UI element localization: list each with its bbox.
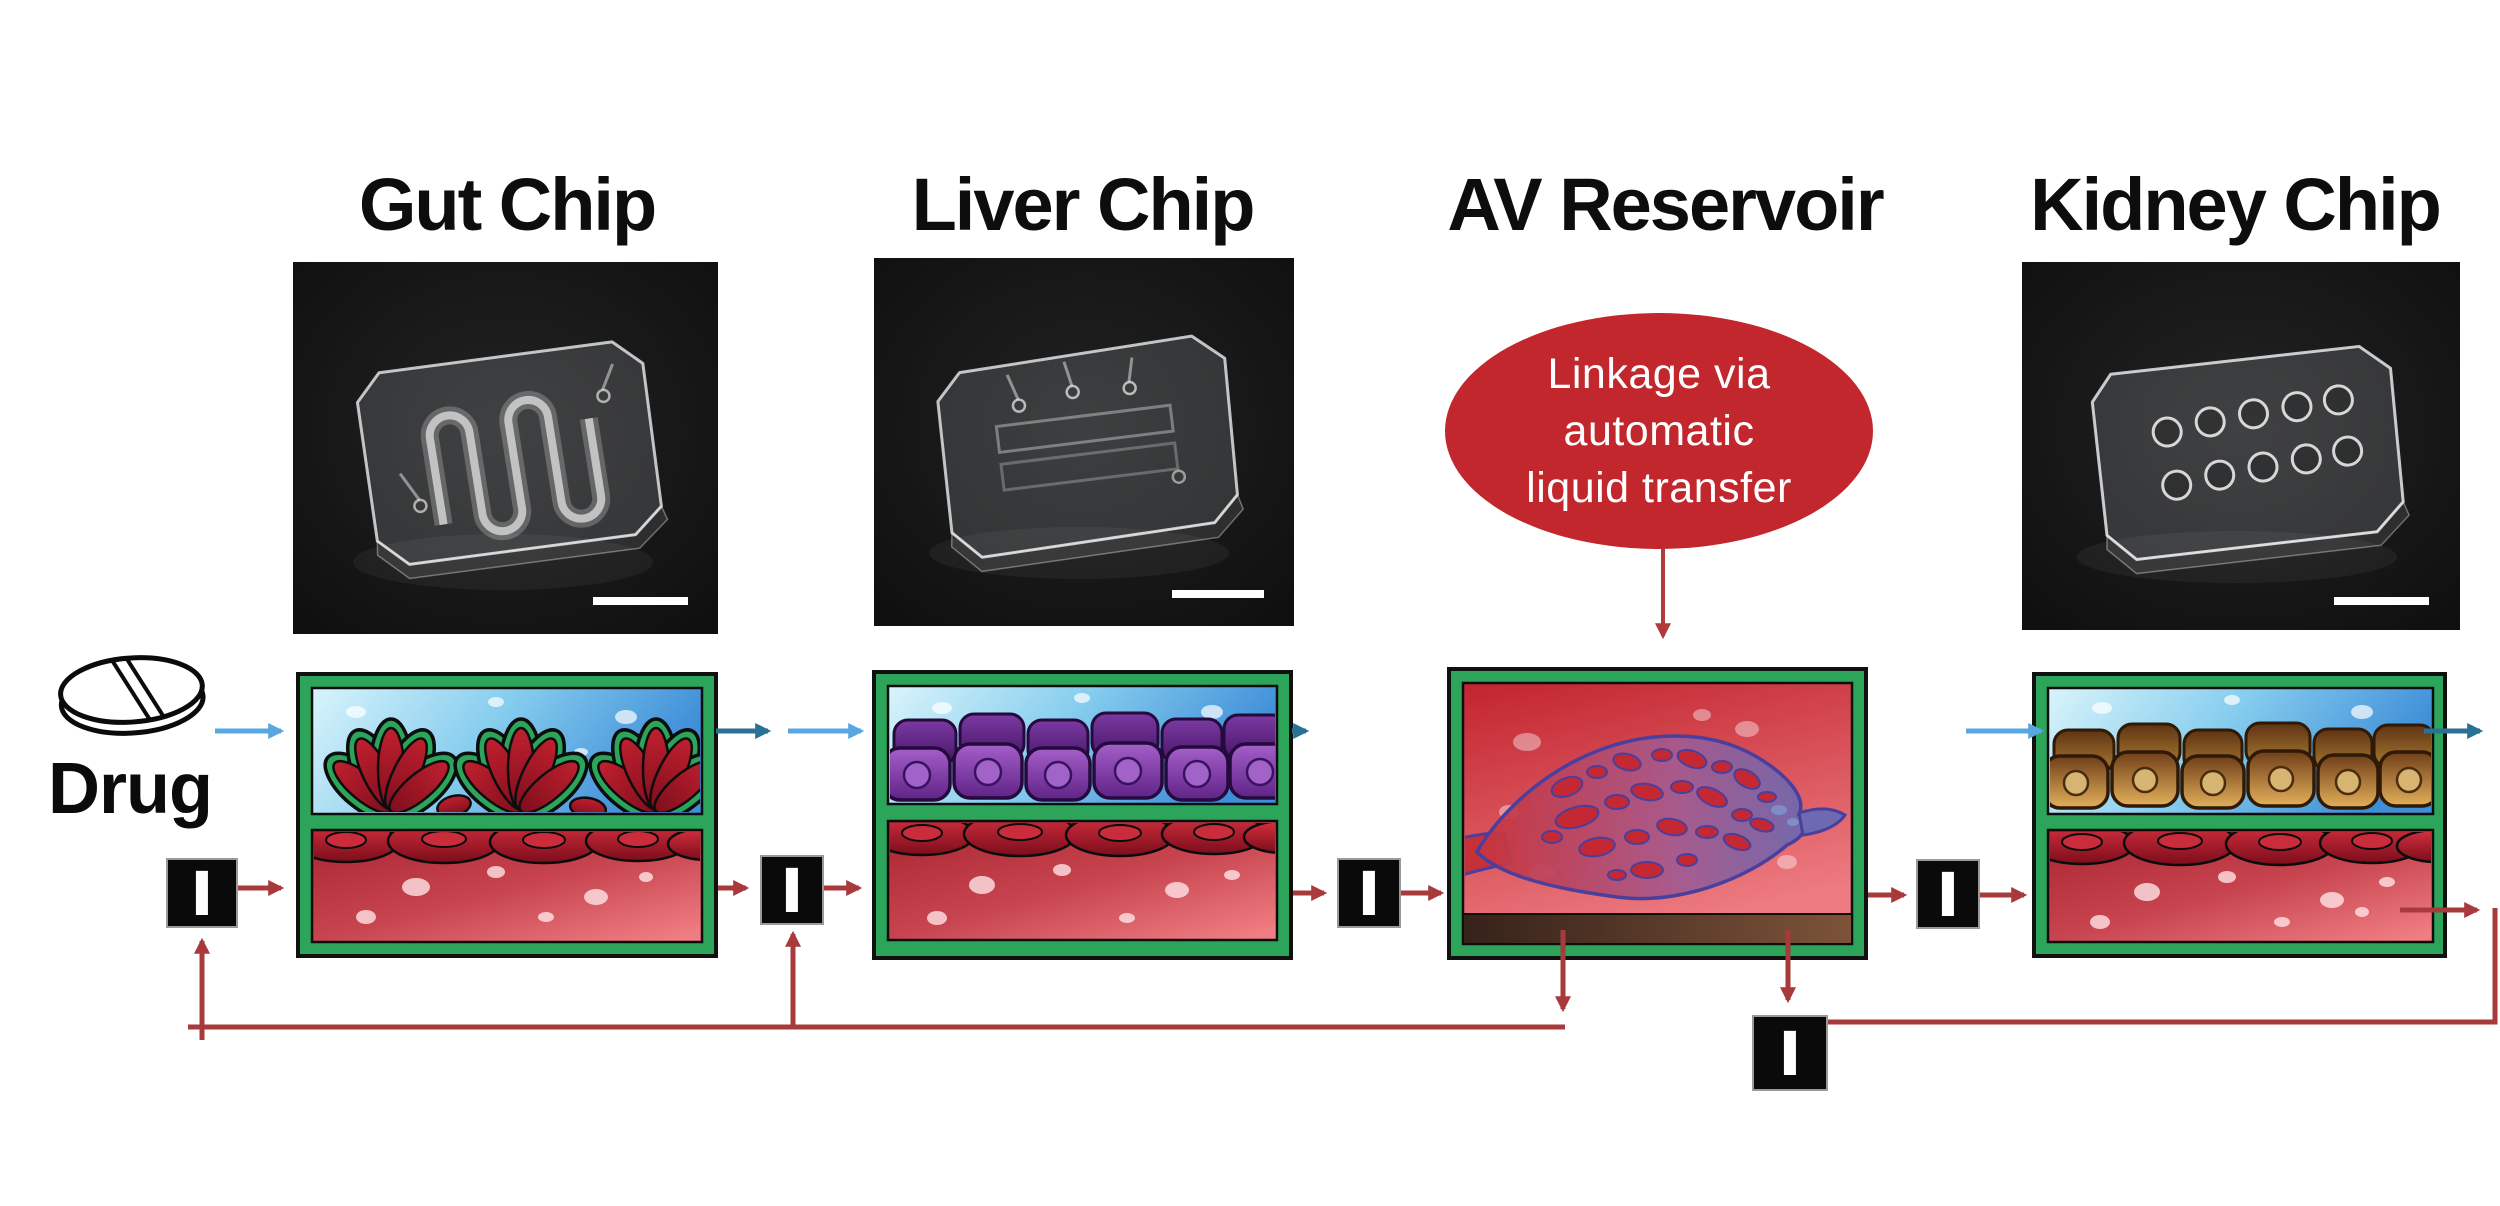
microfluidic-chip-illustration xyxy=(355,340,669,580)
drug-label: Drug xyxy=(48,749,213,829)
microfluidic-chip-illustration xyxy=(2090,344,2411,575)
scale-bar xyxy=(593,597,688,605)
gut-chip-schematic xyxy=(296,672,718,958)
valve-symbol: I xyxy=(1778,1017,1802,1089)
liver-hepatocytes xyxy=(890,711,1275,802)
valve-box-3: I xyxy=(1337,858,1401,928)
valve-box-4: I xyxy=(1916,859,1980,929)
column-header-av: AV Reservoir xyxy=(1447,163,1884,246)
liver-endothelium xyxy=(890,823,1275,925)
valve-box-1: I xyxy=(166,858,238,928)
scale-bar xyxy=(2334,597,2429,605)
reservoir-sediment-layer xyxy=(1462,913,1853,945)
linkage-note-line: automatic xyxy=(1563,406,1755,455)
column-header-kidney: Kidney Chip xyxy=(2030,163,2442,246)
valve-box-2: I xyxy=(760,855,824,925)
column-header-gut: Gut Chip xyxy=(358,163,657,246)
gut-villi xyxy=(323,717,700,812)
valve-symbol: I xyxy=(780,854,804,926)
kidney-chip-photo xyxy=(2022,262,2460,630)
vascular-network xyxy=(1465,734,1848,901)
gut-endothelium xyxy=(314,832,700,924)
drug-pill-icon xyxy=(52,648,212,753)
kidney-chip-schematic xyxy=(2032,672,2447,958)
linkage-note-line: Linkage via xyxy=(1547,349,1771,398)
scale-bar xyxy=(1172,590,1264,598)
liver-chip-schematic xyxy=(872,670,1293,960)
valve-symbol: I xyxy=(190,857,214,929)
kidney-epithelium xyxy=(2050,721,2431,810)
column-header-liver: Liver Chip xyxy=(911,163,1256,246)
microfluidic-chip-illustration xyxy=(936,334,1245,573)
gut-chip-photo xyxy=(293,262,718,634)
linkage-note-line: liquid transfer xyxy=(1526,463,1792,512)
liver-chip-photo xyxy=(874,258,1294,626)
valve-box-5: I xyxy=(1752,1015,1828,1091)
linkage-note: Linkage via automatic liquid transfer xyxy=(1445,313,1873,549)
av-reservoir-schematic xyxy=(1447,667,1868,960)
valve-symbol: I xyxy=(1936,858,1960,930)
valve-symbol: I xyxy=(1357,857,1381,929)
